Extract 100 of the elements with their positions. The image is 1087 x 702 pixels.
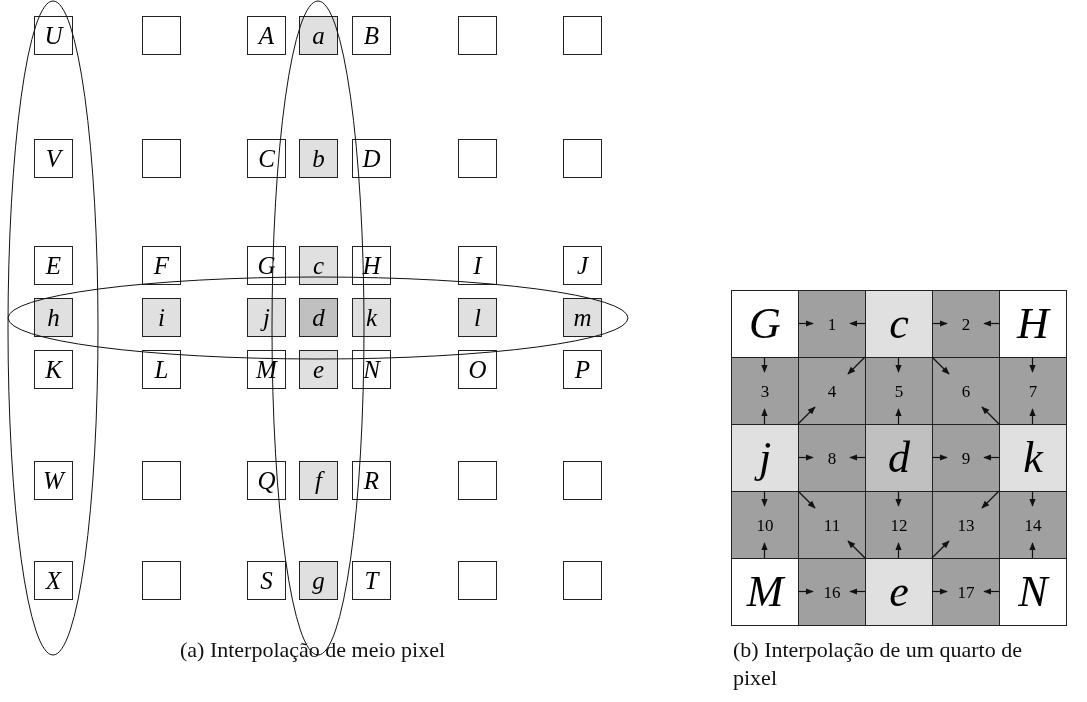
arrow [761, 490, 768, 507]
pixel-box [247, 16, 286, 55]
cell-number: 3 [760, 382, 770, 400]
subpixel-cell [798, 424, 866, 492]
pixel-box [34, 139, 73, 178]
arrow [1029, 408, 1036, 425]
cell-number: 11 [823, 516, 841, 534]
pixel-box [34, 461, 73, 500]
pixel-label: B [363, 23, 380, 48]
cell-number: 14 [1024, 516, 1042, 534]
arrow [983, 454, 1000, 461]
pixel-box [352, 139, 391, 178]
cell-number: 6 [961, 382, 971, 400]
pixel-box [34, 16, 73, 55]
pixel-box [299, 561, 338, 600]
cell-number: 12 [890, 516, 908, 534]
pixel-label: e [312, 357, 325, 382]
pixel-box [142, 246, 181, 285]
pixel-box [563, 461, 602, 500]
subpixel-cell [731, 424, 799, 492]
arrow [761, 408, 768, 425]
pixel-box [299, 16, 338, 55]
pixel-box [458, 16, 497, 55]
pixel-box [299, 298, 338, 337]
pixel-label: U [44, 23, 63, 48]
cell-number: 1 [827, 315, 837, 333]
pixel-label: I [473, 253, 482, 278]
pixel-box [247, 461, 286, 500]
pixel-label: V [45, 146, 62, 171]
pixel-label: T [364, 568, 379, 593]
pixel-box [352, 298, 391, 337]
arrow [849, 320, 866, 327]
cell-number: 5 [894, 382, 904, 400]
pixel-box [352, 561, 391, 600]
pixel-label: X [45, 568, 62, 593]
subpixel-cell [932, 558, 1000, 626]
subpixel-cell [798, 357, 866, 425]
pixel-box [458, 350, 497, 389]
pixel-label: Q [257, 468, 276, 493]
pixel-label: c [312, 253, 325, 278]
pixel-label: h [47, 305, 60, 330]
pixel-label: a [312, 23, 325, 48]
pixel-label: M [746, 570, 784, 614]
arrow [847, 356, 866, 375]
pixel-label: c [889, 302, 909, 346]
pixel-box [34, 350, 73, 389]
pixel-label: k [365, 305, 378, 330]
cell-number: 7 [1028, 382, 1038, 400]
subpixel-cell [999, 424, 1067, 492]
cell-number: 17 [957, 583, 975, 601]
arrow [797, 490, 816, 509]
pixel-box [142, 298, 181, 337]
subpixel-cell [999, 357, 1067, 425]
pixel-label: J [576, 253, 589, 278]
pixel-label: H [1017, 302, 1049, 346]
pixel-label: O [468, 357, 487, 382]
pixel-box [142, 139, 181, 178]
pixel-box [299, 139, 338, 178]
arrow [983, 320, 1000, 327]
cell-number: 2 [961, 315, 971, 333]
pixel-box [34, 298, 73, 337]
pixel-box [142, 350, 181, 389]
pixel-box [563, 298, 602, 337]
arrow [797, 454, 814, 461]
pixel-label: S [260, 568, 273, 593]
subpixel-cell [865, 491, 933, 559]
arrow [895, 542, 902, 559]
arrow [761, 542, 768, 559]
arrow [1029, 356, 1036, 373]
arrow [847, 540, 866, 559]
cell-number: 4 [827, 382, 837, 400]
pixel-label: G [749, 302, 781, 346]
figure-caption: (b) Interpolação de um quarto de pixel [733, 636, 1023, 691]
figure-caption: (a) Interpolação de meio pixel [180, 636, 447, 664]
cell-number: 10 [756, 516, 774, 534]
pixel-box [247, 561, 286, 600]
subpixel-cell [798, 290, 866, 358]
pixel-label: N [1018, 570, 1048, 614]
pixel-box [299, 461, 338, 500]
arrow [1029, 490, 1036, 507]
pixel-box [458, 246, 497, 285]
cell-number: 16 [823, 583, 841, 601]
arrow [931, 454, 948, 461]
cell-number: 9 [961, 449, 971, 467]
pixel-label: g [312, 568, 325, 593]
arrow [797, 406, 816, 425]
pixel-box [142, 461, 181, 500]
pixel-box [563, 139, 602, 178]
cell-number: 8 [827, 449, 837, 467]
pixel-label: L [154, 357, 169, 382]
pixel-box [563, 246, 602, 285]
pixel-label: W [43, 468, 64, 493]
pixel-box [247, 298, 286, 337]
subpixel-cell [932, 290, 1000, 358]
pixel-box [247, 246, 286, 285]
subpixel-cell [798, 558, 866, 626]
arrow [895, 356, 902, 373]
subpixel-cell [865, 357, 933, 425]
arrow [983, 588, 1000, 595]
pixel-box [563, 350, 602, 389]
